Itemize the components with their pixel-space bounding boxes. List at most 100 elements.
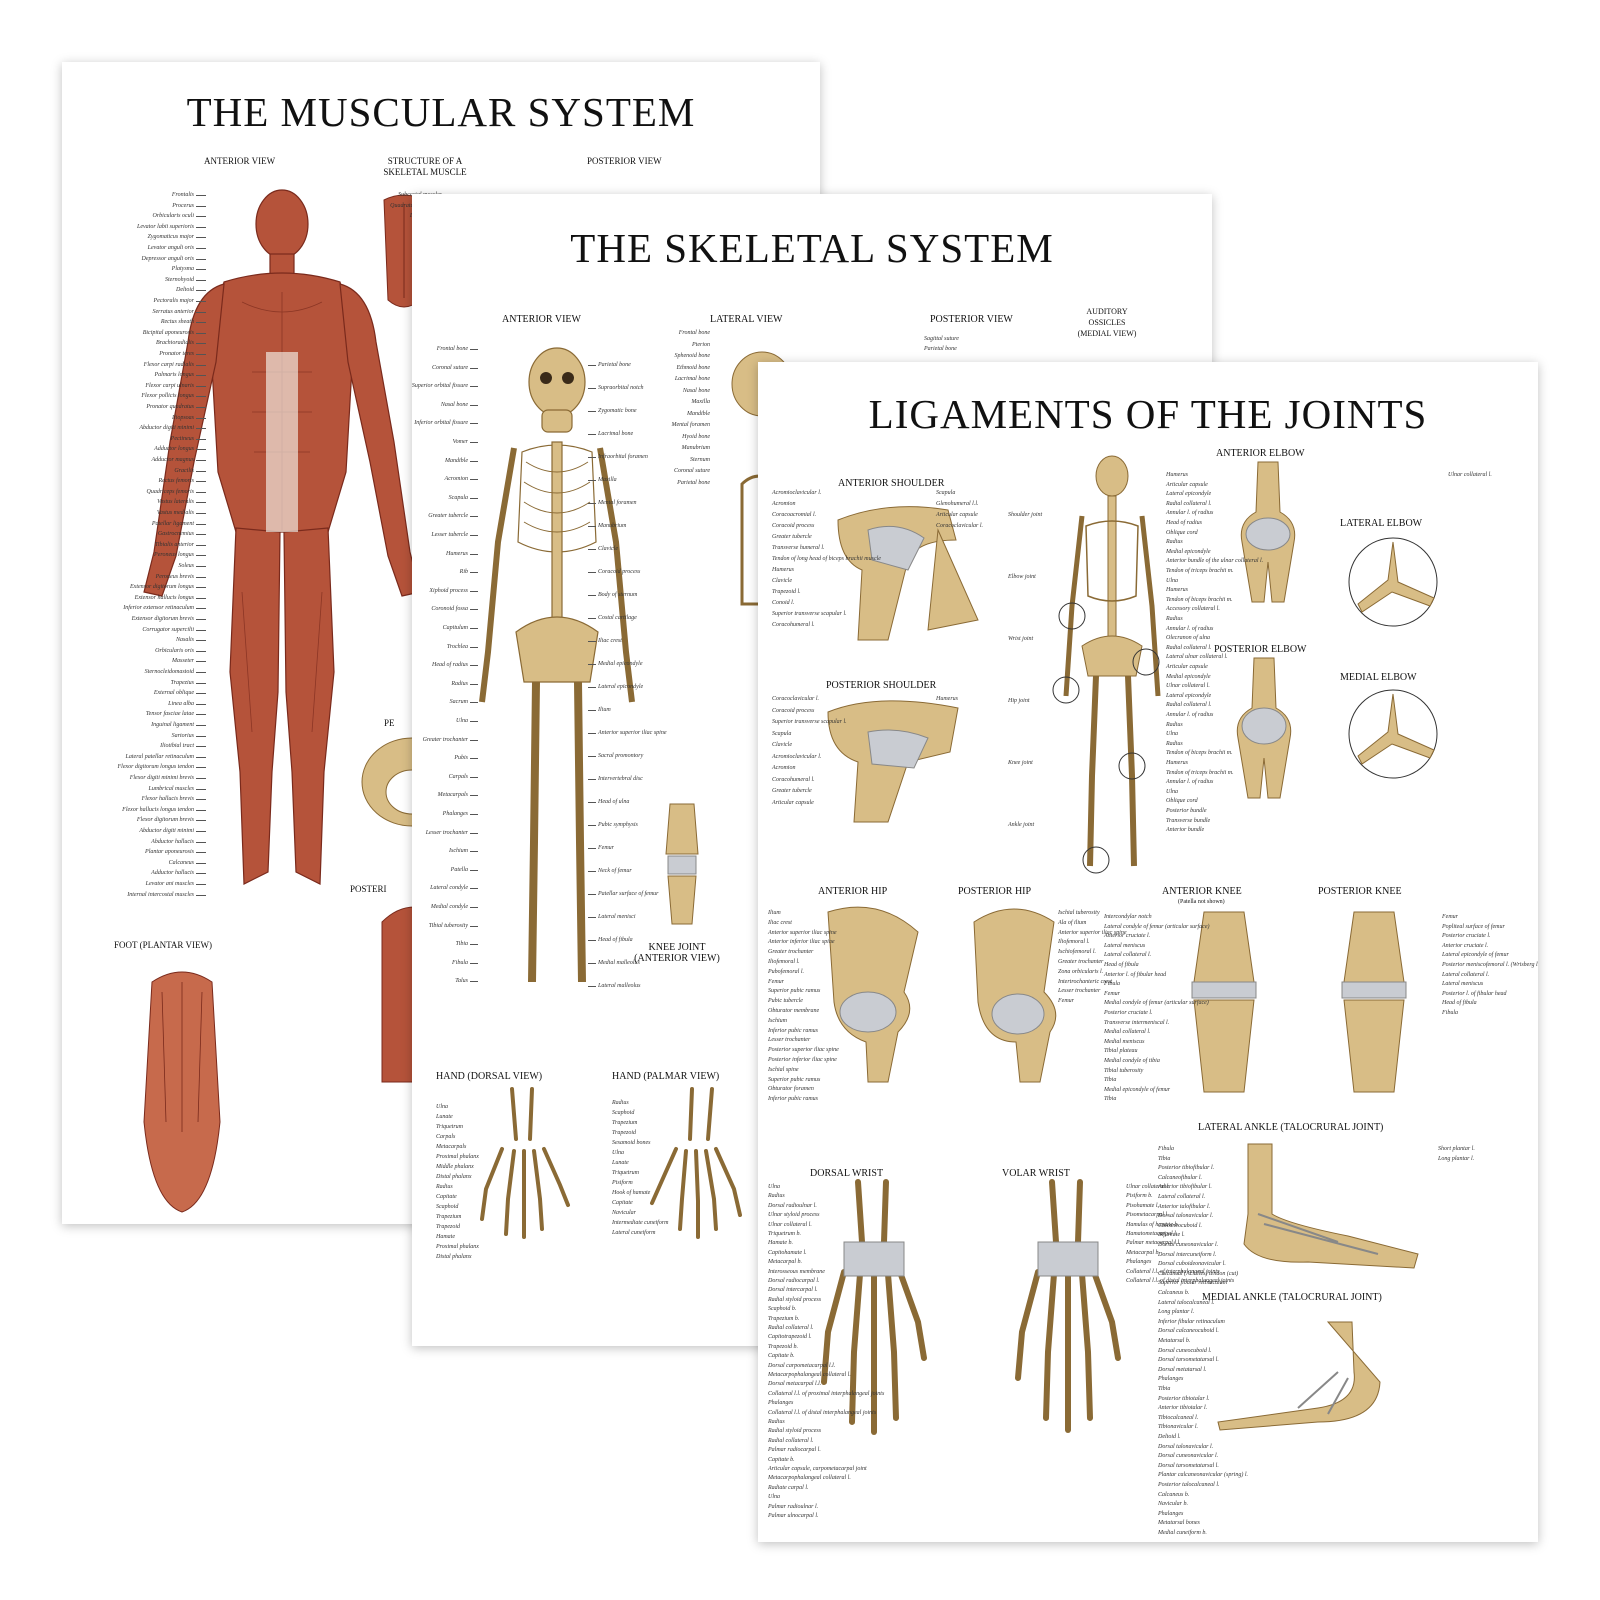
skeletal-title: THE SKELETAL SYSTEM <box>570 225 1054 271</box>
annotation-label: Dorsal carpometacarpal l.l. <box>768 1362 836 1369</box>
annotation-label: Lacrimal bone <box>598 431 634 437</box>
skeletal-posterior-heading: POSTERIOR VIEW <box>930 314 1013 325</box>
annotation-label: Levator ani muscles <box>145 881 194 887</box>
leader-line <box>470 869 478 871</box>
annotation-label: Navicular b. <box>1158 1501 1188 1508</box>
annotation-label: Dorsal cuboideonavicular l. <box>1158 1261 1226 1268</box>
annotation-label: Radius <box>451 680 468 687</box>
annotation-label: Manubrium <box>681 445 710 451</box>
leader-line <box>470 386 478 388</box>
leader-line <box>588 595 596 596</box>
annotation-label: Coracohumeral l. <box>772 776 815 783</box>
annotation-label: Anterior talofibular l. <box>1158 1203 1211 1210</box>
annotation-label: Palmaris longus <box>154 372 194 379</box>
annotation-label: Inferior orbital fissure <box>414 420 468 427</box>
annotation-label: Lacrimal bone <box>674 376 710 382</box>
annotation-label: Intercondylar notch <box>1104 914 1152 920</box>
annotation-label: Lesser trochanter <box>425 829 468 836</box>
leader-line <box>588 848 596 849</box>
annotation-label: Anterior bundle <box>1166 827 1205 834</box>
annotation-label: Lunate <box>436 1114 453 1120</box>
leader-line <box>588 802 596 803</box>
annotation-label: Anterior l. of fibular head <box>1104 971 1167 978</box>
annotation-label: Collateral l.l. of proximal interphalang… <box>768 1390 885 1397</box>
posterior-hip-illustration <box>973 908 1057 1083</box>
annotation-label: Tendon of triceps brachii m. <box>1166 568 1234 574</box>
annotation-label: Hamate <box>436 1234 455 1240</box>
ant-knee-heading: ANTERIOR KNEE <box>1162 886 1242 897</box>
annotation-label: Phalanges <box>1158 1376 1184 1383</box>
annotation-label: Tendon of biceps brachii m. <box>1166 596 1233 603</box>
anterior-hip-illustration <box>827 906 919 1083</box>
muscular-anterior-heading: ANTERIOR VIEW <box>204 156 276 166</box>
annotation-label: Tibia <box>1104 1096 1117 1103</box>
annotation-label: Soleus <box>178 563 194 569</box>
leader-line <box>196 481 206 483</box>
leader-line <box>470 776 478 778</box>
annotation-label: Bicipital aponeurosis <box>142 329 194 336</box>
annotation-label: Hyoid bone <box>682 433 710 440</box>
skeletal-hand-dorsal-heading: HAND (DORSAL VIEW) <box>436 1071 543 1082</box>
annotation-label: Iliofemoral l. <box>1058 939 1090 946</box>
annotation-label: Tendon of triceps brachii m. <box>1166 769 1234 776</box>
annotation-label: Deltoid l. <box>1158 1434 1181 1440</box>
leader-line <box>588 986 596 987</box>
annotation-label: Sagittal suture <box>924 336 959 342</box>
annotation-label: Intervertebral disc <box>598 776 643 782</box>
ant-elbow-heading: ANTERIOR ELBOW <box>1216 448 1305 459</box>
med-ankle-heading: MEDIAL ANKLE (TALOCRURAL JOINT) <box>1202 1292 1382 1303</box>
annotation-label: Clavicle <box>772 578 792 584</box>
annotation-label: Masseter <box>172 658 194 665</box>
annotation-label: Trapezoid <box>436 1224 461 1230</box>
annotation-label: Peroneus brevis <box>155 573 194 580</box>
annotation-label: Ala of ilium <box>1058 919 1087 926</box>
annotation-label: Anterior inferior iliac spine <box>768 939 835 946</box>
annotation-label: Coronoid fossa <box>431 606 468 613</box>
annotation-label: Iliofemoral l. <box>768 959 800 965</box>
annotation-label: Accessory collateral l. <box>1166 606 1220 613</box>
annotation-label: Triquetrum b. <box>768 1231 802 1237</box>
leader-line <box>196 873 206 875</box>
annotation-label: Tibial tuberosity <box>428 922 468 929</box>
posterior-knee-illustration <box>1341 911 1407 1093</box>
annotation-label: Mandible <box>445 457 468 464</box>
annotation-label: Inferior pubic ramus <box>768 1027 818 1034</box>
annotation-label: Calcaneus b. <box>1158 1290 1190 1296</box>
muscular-title: THE MUSCULAR SYSTEM <box>186 89 696 135</box>
leader-line <box>588 549 596 550</box>
annotation-label: Acromioclavicular l. <box>772 490 822 496</box>
annotation-label: Superior transverse scapular l. <box>772 611 847 617</box>
annotation-label: Sphenoid bone <box>674 353 711 359</box>
lat-elbow-heading: LATERAL ELBOW <box>1340 518 1423 529</box>
annotation-label: Transverse bundle <box>1166 817 1211 824</box>
annotation-label: Long plantar l. <box>1158 1309 1195 1316</box>
leader-line <box>588 388 596 389</box>
leader-line <box>470 423 478 425</box>
leader-line <box>196 417 206 419</box>
annotation-label: Metacarpals <box>436 1144 467 1150</box>
annotation-label: Ethmoid bone <box>676 364 711 371</box>
annotation-label: Radial collateral l. <box>1166 500 1212 507</box>
annotation-label: Radial collateral l. <box>768 1325 814 1331</box>
volar-wrist-heading: VOLAR WRIST <box>1002 1168 1070 1179</box>
annotation-label: Greater tubercle <box>428 513 468 520</box>
annotation-label: Peroneus longus <box>154 552 194 559</box>
annotation-label: Flexor pollicis longus <box>141 393 194 400</box>
annotation-label: Transverse intermeniscal l. <box>1104 1019 1170 1026</box>
annotation-label: Ulna <box>1166 577 1178 584</box>
muscular-pelvic-heading: PE <box>384 718 395 728</box>
hand-palmar-illustration <box>650 1087 742 1239</box>
annotation-label: Plantar calcaneonavicular (spring) l. <box>1158 1472 1248 1479</box>
annotation-label: Ulna <box>612 1150 624 1156</box>
annotation-label: Mental foramen <box>671 422 711 428</box>
annotation-label: Ulnar collateral l. <box>1448 472 1492 478</box>
annotation-label: Head of ulna <box>598 799 630 805</box>
leader-line <box>196 279 206 281</box>
annotation-label: Scaphoid <box>612 1110 635 1116</box>
annotation-label: Abductor digiti minimi <box>139 425 194 432</box>
annotation-label: Conoid l. <box>772 600 795 606</box>
leader-line <box>196 396 206 398</box>
leader-line <box>196 258 206 260</box>
annotation-label: Tibial plateau <box>1104 1048 1138 1055</box>
leader-line <box>196 884 206 885</box>
